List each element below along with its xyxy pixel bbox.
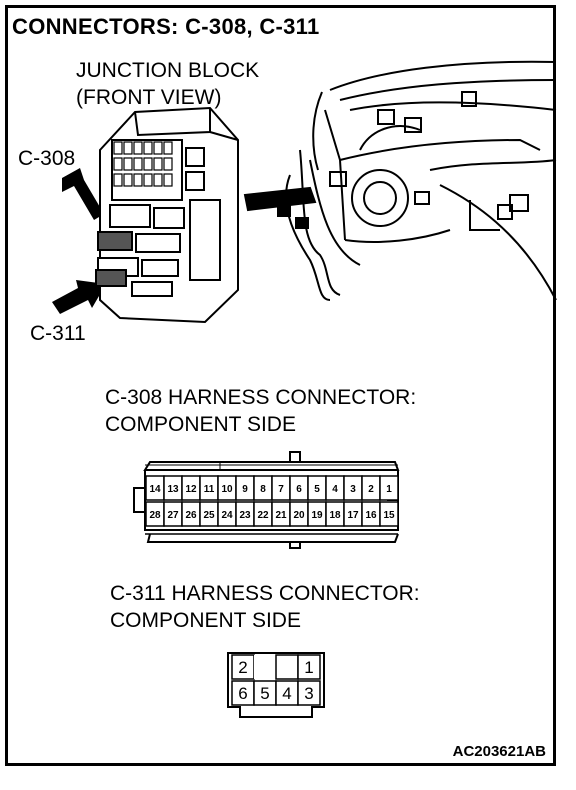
svg-text:14: 14: [149, 484, 161, 495]
c311-pin-6: 6: [231, 680, 255, 706]
junction-block-illustration: [52, 60, 557, 324]
c308-pin-23: 23: [235, 501, 255, 527]
c308-pin-21: 21: [271, 501, 291, 527]
svg-text:17: 17: [347, 510, 359, 521]
c311-connector-housing: [227, 652, 325, 718]
c308-pin-11: 11: [199, 475, 219, 501]
junction-block-label: JUNCTION BLOCK (FRONT VIEW): [76, 57, 259, 111]
c308-pin-8: 8: [253, 475, 273, 501]
c308-pin-6: 6: [289, 475, 309, 501]
svg-text:20: 20: [293, 510, 305, 521]
svg-text:7: 7: [278, 484, 284, 495]
svg-text:23: 23: [239, 510, 251, 521]
svg-text:28: 28: [149, 510, 161, 521]
c308-pin-27: 27: [163, 501, 183, 527]
c308-connector-housing: [133, 451, 400, 549]
c311-pin-2: 2: [231, 654, 255, 680]
svg-text:5: 5: [260, 684, 269, 703]
c308-pin-9: 9: [235, 475, 255, 501]
c308-pin-5: 5: [307, 475, 327, 501]
c308-pin-7: 7: [271, 475, 291, 501]
svg-text:24: 24: [221, 510, 233, 521]
page-title: CONNECTORS: C-308, C-311: [12, 14, 320, 39]
c308-heading: C-308 HARNESS CONNECTOR: COMPONENT SIDE: [105, 384, 416, 438]
c308-pin-16: 16: [361, 501, 381, 527]
svg-text:12: 12: [185, 484, 197, 495]
c308-pin-19: 19: [307, 501, 327, 527]
svg-text:5: 5: [314, 484, 320, 495]
harness-drawing: [243, 60, 557, 301]
svg-text:18: 18: [329, 510, 341, 521]
c311-pin-3: 3: [297, 680, 321, 706]
svg-text:2: 2: [238, 658, 247, 677]
junction-block-line1: JUNCTION BLOCK: [76, 59, 260, 82]
c308-pin-17: 17: [343, 501, 363, 527]
svg-text:15: 15: [383, 510, 395, 521]
c308-pin-28: 28: [145, 501, 165, 527]
svg-text:1: 1: [386, 484, 392, 495]
svg-text:3: 3: [304, 684, 313, 703]
c308-pin-25: 25: [199, 501, 219, 527]
svg-text:21: 21: [275, 510, 287, 521]
c308-pin-1: 1: [379, 475, 399, 501]
svg-text:6: 6: [296, 484, 302, 495]
svg-text:8: 8: [260, 484, 266, 495]
c308-heading-line1: C-308 HARNESS CONNECTOR:: [105, 386, 417, 409]
c308-top-row: 14 13 12 11 10 9 8 7 6 5 4 3 2 1: [145, 475, 399, 501]
callout-c311: C-311: [30, 322, 86, 345]
svg-text:10: 10: [221, 484, 233, 495]
c311-heading: C-311 HARNESS CONNECTOR: COMPONENT SIDE: [110, 580, 420, 634]
svg-text:3: 3: [350, 484, 356, 495]
c311-pin-4: 4: [275, 680, 299, 706]
junction-block-line2: (FRONT VIEW): [76, 86, 222, 109]
c308-bottom-row: 28 27 26 25 24 23 22 21 20 19 18 17 16 15: [145, 501, 399, 527]
svg-text:27: 27: [167, 510, 179, 521]
junction-block-drawing: [95, 106, 239, 324]
svg-text:13: 13: [167, 484, 179, 495]
c308-pin-10: 10: [217, 475, 237, 501]
diagram-frame: [5, 5, 556, 766]
c311-pin-empty: [275, 654, 299, 680]
c311-heading-line1: C-311 HARNESS CONNECTOR:: [110, 582, 420, 605]
svg-text:4: 4: [282, 684, 291, 703]
c311-pin-empty: [254, 655, 276, 679]
c308-pin-15: 15: [379, 501, 399, 527]
c308-pin-4: 4: [325, 475, 345, 501]
c308-pin-20: 20: [289, 501, 309, 527]
c308-pin-13: 13: [163, 475, 183, 501]
c311-pin-1: 1: [297, 654, 321, 680]
c308-heading-line2: COMPONENT SIDE: [105, 413, 296, 436]
c308-pin-24: 24: [217, 501, 237, 527]
svg-text:25: 25: [203, 510, 215, 521]
reference-code: AC203621AB: [452, 743, 546, 760]
c308-pin-2: 2: [361, 475, 381, 501]
svg-text:22: 22: [257, 510, 269, 521]
c311-heading-line2: COMPONENT SIDE: [110, 609, 301, 632]
c308-pin-14: 14: [145, 475, 165, 501]
svg-text:2: 2: [368, 484, 374, 495]
svg-text:11: 11: [204, 484, 215, 495]
arrow-icon: [52, 280, 106, 314]
svg-text:1: 1: [304, 658, 313, 677]
c308-pin-26: 26: [181, 501, 201, 527]
c308-pin-18: 18: [325, 501, 345, 527]
c308-pin-3: 3: [343, 475, 363, 501]
c308-pin-12: 12: [181, 475, 201, 501]
svg-text:19: 19: [311, 510, 323, 521]
svg-text:6: 6: [238, 684, 247, 703]
callout-c308: C-308: [18, 147, 76, 170]
svg-text:26: 26: [185, 510, 197, 521]
c311-pin-5: 5: [253, 680, 277, 706]
c308-pin-22: 22: [253, 501, 273, 527]
svg-text:16: 16: [365, 510, 377, 521]
svg-text:9: 9: [242, 484, 248, 495]
arrow-icon: [62, 168, 104, 220]
svg-text:4: 4: [332, 484, 338, 495]
